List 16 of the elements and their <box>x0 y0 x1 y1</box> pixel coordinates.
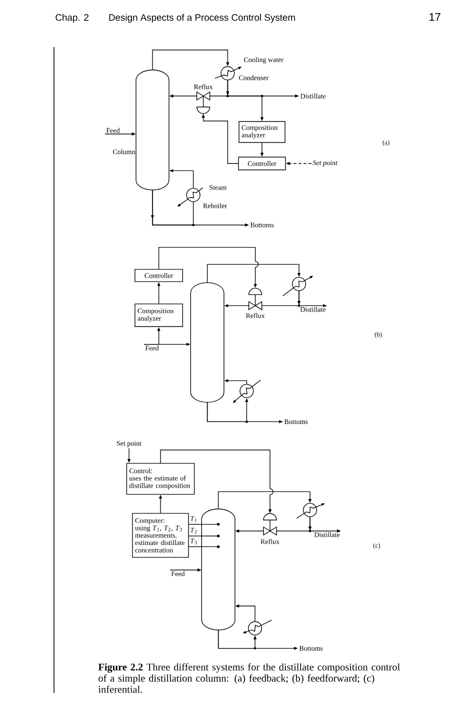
control-valve-symbol <box>196 92 210 114</box>
flow-line <box>152 190 194 226</box>
flow-arrow <box>206 264 301 283</box>
flow-arrow <box>152 50 230 70</box>
signal-line <box>188 546 202 548</box>
distillation-column <box>190 282 224 403</box>
running-head: Chap. 2 <box>56 14 88 23</box>
figure-caption: Figure 2.2 Three different systems for the distillate composition control of a simple distillation column: (a) feedback; (b) feedforward; (c) inferential. <box>98 663 400 693</box>
page-number: 17 <box>430 13 440 21</box>
control-valve-symbol <box>248 288 262 310</box>
distillation-column <box>201 508 236 630</box>
flow-arrow <box>218 491 312 510</box>
signal-line <box>188 524 202 525</box>
distillation-column <box>136 70 170 190</box>
control-valve-symbol <box>263 513 277 536</box>
running-head: Design Aspects of a Process Control System <box>109 14 295 23</box>
